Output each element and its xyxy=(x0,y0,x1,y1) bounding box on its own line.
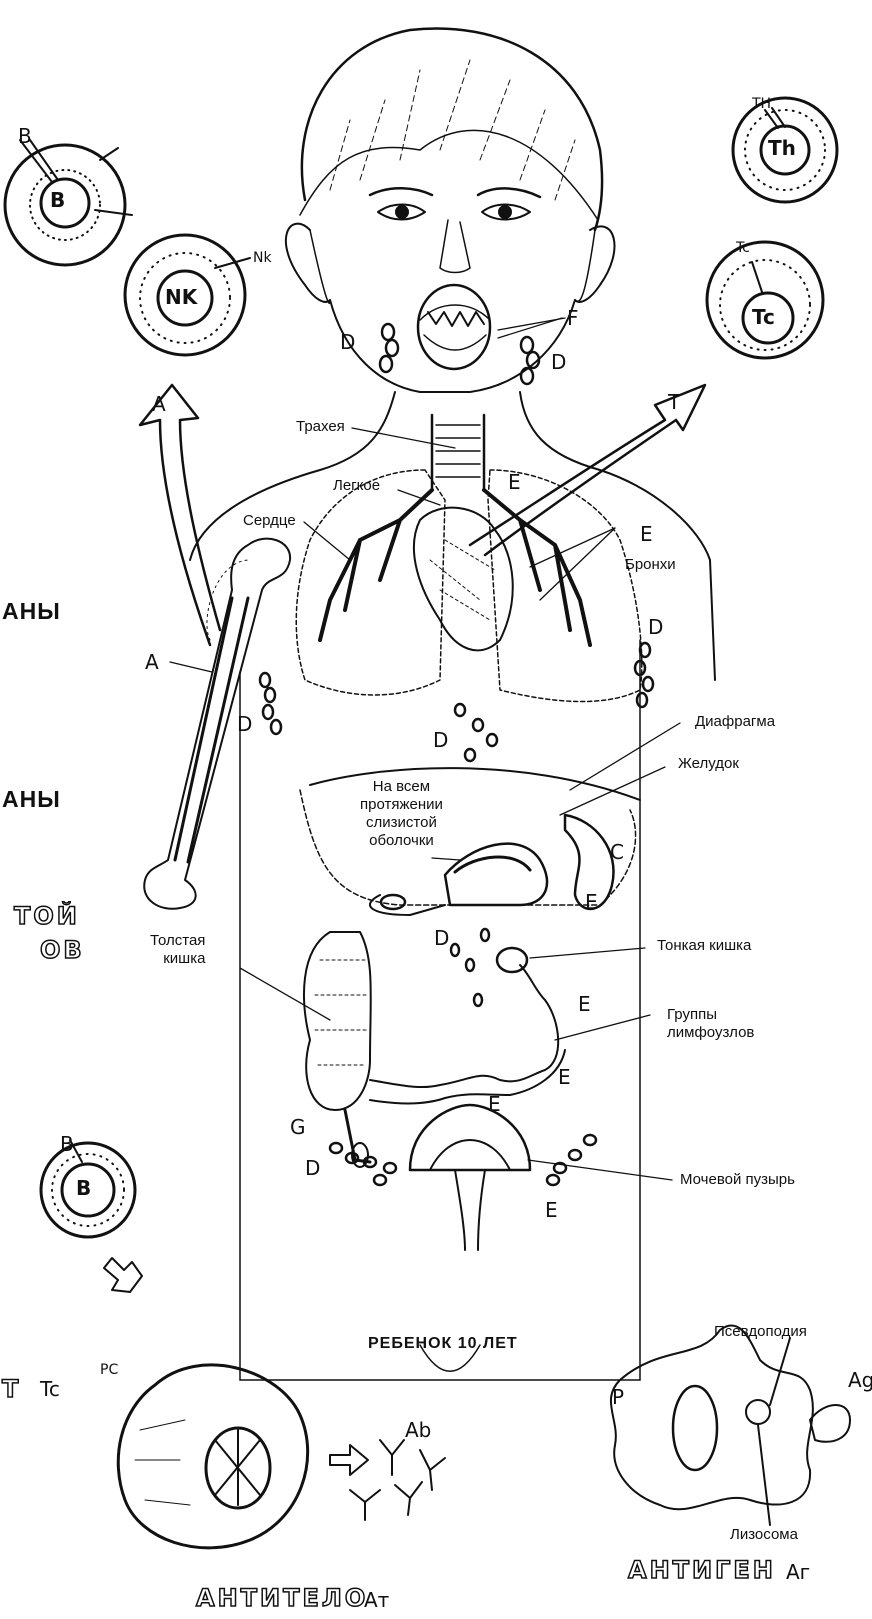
letter-e-intestine: E xyxy=(558,1065,571,1089)
label-tc: Tc xyxy=(736,240,750,256)
label-large-intestine: Толстая кишка xyxy=(150,932,205,968)
tc-suffix: Tc xyxy=(40,1377,60,1401)
label-stomach: Желудок xyxy=(678,755,739,773)
letter-e-trachea: E xyxy=(508,470,521,494)
label-lymph-groups: Группы лимфоузлов xyxy=(667,1006,754,1042)
leader-lines xyxy=(170,318,680,1180)
letter-e-small-intestine: E xyxy=(578,992,591,1016)
arm-bone xyxy=(144,539,290,909)
label-th: TH xyxy=(752,96,771,112)
label-small-intestine: Тонкая кишка xyxy=(657,937,751,955)
letter-ab: Ab xyxy=(405,1418,431,1442)
tc-cell xyxy=(707,242,823,358)
label-mucosa: На всем протяжении слизистой оболочки xyxy=(360,778,443,850)
letter-d-neck-left: D xyxy=(340,330,355,354)
label-lysosome: Лизосома xyxy=(730,1526,798,1544)
label-trachea: Трахея xyxy=(296,418,345,436)
label-lung: Легкое xyxy=(333,477,380,495)
heart xyxy=(414,508,513,651)
partial-heading-3: ТОЙ xyxy=(14,902,80,930)
letter-e-bladder: E xyxy=(545,1198,558,1222)
b-cell-letter: B xyxy=(50,188,65,212)
letter-e-bronchi: E xyxy=(640,522,653,546)
tc-cell-letter: Tc xyxy=(752,305,775,329)
letter-d-groin-left: D xyxy=(305,1156,320,1180)
partial-heading-2: АНЫ xyxy=(2,786,61,813)
label-diaphragm: Диафрагма xyxy=(695,713,775,731)
label-pseudopod: Псевдоподия xyxy=(714,1323,807,1341)
trachea xyxy=(432,415,484,490)
caption-antigen: АНТИГЕН xyxy=(628,1556,776,1584)
head xyxy=(286,29,615,393)
th-cell-letter: Th xyxy=(768,136,796,160)
letter-d-armpit-left: D xyxy=(237,712,252,736)
letter-p: P xyxy=(612,1385,624,1409)
label-heart: Сердце xyxy=(243,512,296,530)
letter-a-bone: A xyxy=(145,650,159,674)
label-bladder: Мочевой пузырь xyxy=(680,1171,795,1189)
letter-d-neck-right: D xyxy=(551,350,566,374)
label-nk: Nk xyxy=(253,250,272,266)
letter-pc: PC xyxy=(100,1362,118,1378)
label-b-bottom: B xyxy=(60,1132,74,1156)
intestines xyxy=(304,932,565,1167)
letter-g-appendix: G xyxy=(290,1115,306,1139)
caption-antibody-abbr: Ат xyxy=(364,1588,389,1612)
letter-ag: Ag xyxy=(848,1368,872,1392)
caption-antigen-abbr: Аг xyxy=(786,1560,810,1584)
bronchi xyxy=(320,490,590,645)
letter-d-center: D xyxy=(433,728,448,752)
letter-f: F xyxy=(567,306,579,330)
lymph-nodes xyxy=(260,324,653,1185)
letter-a-arrow: A xyxy=(152,392,166,416)
down-arrow xyxy=(104,1258,142,1292)
caption-antibody: АНТИТЕЛО xyxy=(196,1584,368,1612)
arrow-a xyxy=(140,385,220,645)
letter-e-stomach: E xyxy=(585,890,598,914)
letter-d-armpit-right: D xyxy=(648,615,663,639)
torso-outline xyxy=(190,392,715,1380)
partial-heading-4: ОВ xyxy=(40,936,85,964)
phagocyte xyxy=(611,1325,850,1525)
plasma-cell xyxy=(118,1365,445,1548)
partial-heading-1: АНЫ xyxy=(2,598,61,625)
lungs xyxy=(296,470,642,702)
letter-e-colon: E xyxy=(488,1092,501,1116)
caption-child: РЕБЕНОК 10 ЛЕТ xyxy=(368,1335,518,1353)
partial-heading-5: Т xyxy=(2,1375,21,1403)
letter-d-abdomen: D xyxy=(434,926,449,950)
b-cell-top xyxy=(5,140,132,265)
letter-c-spleen: C xyxy=(610,840,624,864)
b-cell-bottom-letter: B xyxy=(76,1176,91,1200)
nk-cell-letter: NK xyxy=(165,285,197,309)
label-b-top: B xyxy=(18,124,32,148)
bladder xyxy=(410,1105,530,1250)
letter-t: T xyxy=(668,390,680,414)
label-bronchi: Бронхи xyxy=(625,556,676,574)
